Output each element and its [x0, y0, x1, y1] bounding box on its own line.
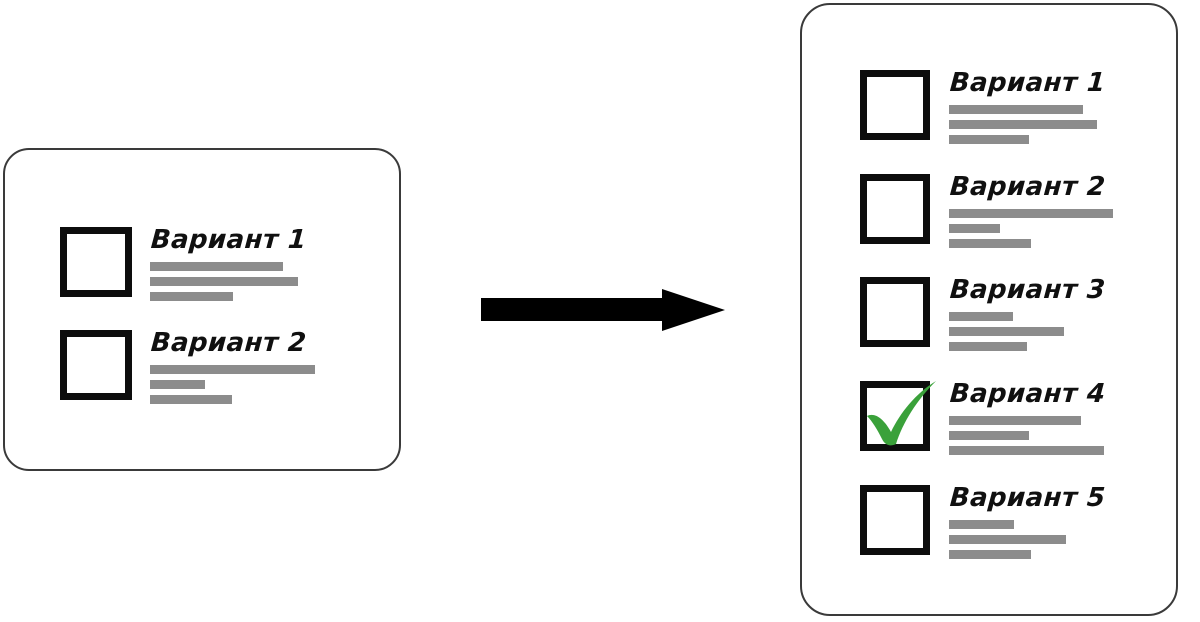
text-bar: [150, 262, 283, 271]
text-bar: [150, 365, 315, 374]
placeholder-text-bars: [949, 209, 1113, 248]
checkbox-unchecked[interactable]: [860, 485, 930, 555]
text-bar: [949, 550, 1031, 559]
option-label: Вариант 1: [149, 225, 308, 255]
placeholder-text-bars: [150, 365, 315, 404]
before-options-card: Вариант 1 Вариант 2: [3, 148, 401, 471]
list-item[interactable]: Вариант 3: [860, 275, 1107, 351]
placeholder-text-bars: [150, 262, 306, 301]
after-options-card: Вариант 1 Вариант 2: [800, 3, 1178, 616]
option-body: Вариант 1: [948, 68, 1107, 144]
text-bar: [949, 239, 1031, 248]
checkbox-unchecked[interactable]: [860, 70, 930, 140]
option-body: Вариант 1: [149, 225, 308, 301]
text-bar: [150, 292, 233, 301]
option-label: Вариант 1: [948, 68, 1107, 98]
text-bar: [150, 380, 205, 389]
list-item[interactable]: Вариант 1: [60, 225, 308, 301]
option-label: Вариант 4: [948, 379, 1107, 409]
checkbox-unchecked[interactable]: [60, 330, 132, 400]
list-item[interactable]: Вариант 1: [860, 68, 1107, 144]
list-item[interactable]: Вариант 2: [860, 172, 1113, 248]
option-label: Вариант 2: [149, 328, 308, 358]
text-bar: [949, 416, 1081, 425]
text-bar: [949, 209, 1113, 218]
option-body: Вариант 2: [149, 328, 315, 404]
text-bar: [949, 224, 1000, 233]
placeholder-text-bars: [949, 105, 1105, 144]
option-label: Вариант 3: [948, 275, 1107, 305]
list-item[interactable]: Вариант 4: [860, 379, 1107, 455]
checkbox-unchecked[interactable]: [60, 227, 132, 297]
list-item[interactable]: Вариант 2: [60, 328, 315, 404]
text-bar: [949, 105, 1083, 114]
placeholder-text-bars: [949, 416, 1105, 455]
list-item[interactable]: Вариант 5: [860, 483, 1107, 559]
text-bar: [150, 277, 298, 286]
right-arrow-icon: [479, 287, 727, 333]
text-bar: [949, 342, 1027, 351]
text-bar: [949, 446, 1104, 455]
text-bar: [949, 120, 1097, 129]
text-bar: [949, 327, 1064, 336]
checkbox-checked[interactable]: [860, 381, 936, 451]
text-bar: [949, 312, 1013, 321]
option-body: Вариант 2: [948, 172, 1113, 248]
checkbox-unchecked[interactable]: [860, 277, 930, 347]
placeholder-text-bars: [949, 312, 1105, 351]
option-body: Вариант 3: [948, 275, 1107, 351]
text-bar: [150, 395, 232, 404]
text-bar: [949, 431, 1029, 440]
placeholder-text-bars: [949, 520, 1105, 559]
text-bar: [949, 520, 1014, 529]
option-body: Вариант 5: [948, 483, 1107, 559]
option-label: Вариант 2: [948, 172, 1107, 202]
text-bar: [949, 135, 1029, 144]
text-bar: [949, 535, 1066, 544]
checkbox-unchecked[interactable]: [860, 174, 930, 244]
option-label: Вариант 5: [948, 483, 1107, 513]
option-body: Вариант 4: [948, 379, 1107, 455]
check-icon: [858, 370, 944, 456]
